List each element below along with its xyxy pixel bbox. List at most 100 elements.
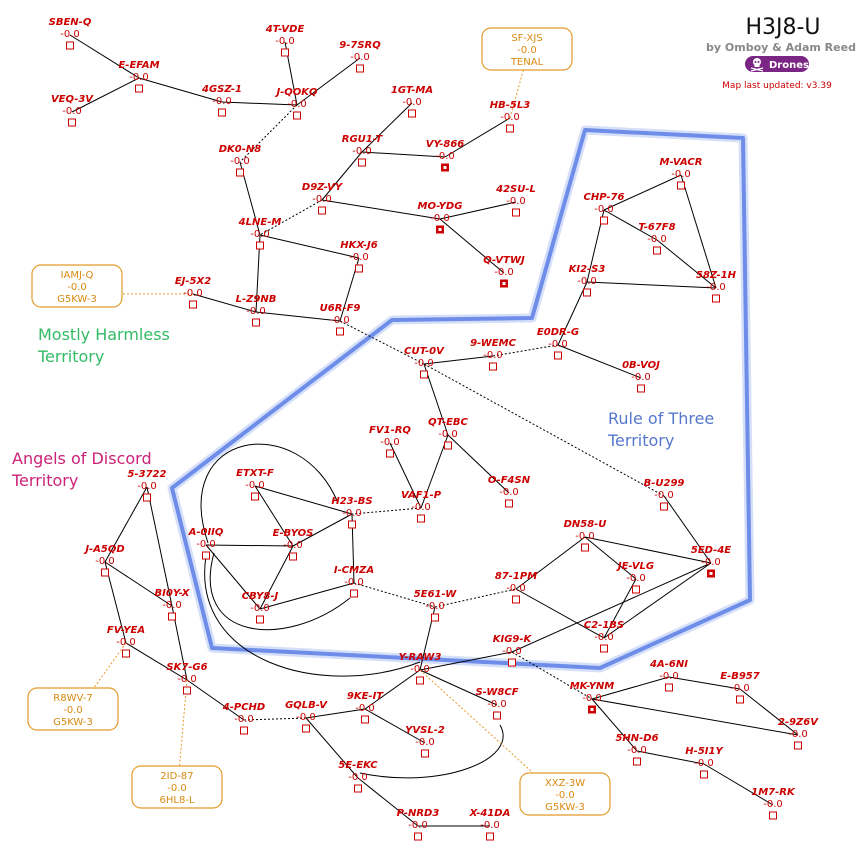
system-0b-voj[interactable]: 0B-VOJ-0.0 xyxy=(617,358,665,394)
system-y-raw3[interactable]: Y-RAW3-0.0 xyxy=(396,650,444,686)
system-42su-l[interactable]: 42SU-L-0.0 xyxy=(492,182,540,218)
system-5-3722[interactable]: 5-3722-0.0 xyxy=(123,467,171,503)
system-l-z9nb[interactable]: L-Z9NB-0.0 xyxy=(232,292,280,328)
system-security: -0.0 xyxy=(355,703,375,714)
system-fv1-rq[interactable]: FV1-RQ-0.0 xyxy=(366,423,414,459)
system-u6r-f9[interactable]: U6R-F9-0.0 xyxy=(316,301,364,337)
system-h23-bs[interactable]: H23-BS-0.0 xyxy=(328,494,376,530)
system-ki2-s3[interactable]: KI2-S3-0.0 xyxy=(563,262,611,298)
system-name: JE-VLG xyxy=(616,561,654,572)
system-fv-yea[interactable]: FV-YEA-0.0 xyxy=(102,623,150,659)
system-58z-1h[interactable]: 58Z-1H-0.0 xyxy=(692,268,740,304)
system-qt-ebc[interactable]: QT-EBC-0.0 xyxy=(424,415,472,451)
system-icon xyxy=(554,351,562,360)
system-veq-3v[interactable]: VEQ-3V-0.0 xyxy=(48,92,96,128)
system-vy-866[interactable]: VY-866-0.0 xyxy=(421,137,469,173)
system-5e61-w[interactable]: 5E61-W-0.0 xyxy=(411,587,459,623)
system-o-f4sn[interactable]: O-F4SN-0.0 xyxy=(485,473,533,509)
system-1m7-rk[interactable]: 1M7-RK-0.0 xyxy=(749,785,797,821)
system-87-1pm[interactable]: 87-1PM-0.0 xyxy=(492,569,540,605)
system-m-vacr[interactable]: M-VACR-0.0 xyxy=(657,155,705,191)
system-9-wemc[interactable]: 9-WEMC-0.0 xyxy=(469,336,517,372)
system-e-byos[interactable]: E-BYOS-0.0 xyxy=(269,526,317,562)
system-security: -0.0 xyxy=(494,267,514,278)
system-icon xyxy=(281,48,289,57)
system-c2-1bs[interactable]: C2-1BS-0.0 xyxy=(580,618,628,654)
system-security: -0.0 xyxy=(137,481,157,492)
system-vaf1-p[interactable]: VAF1-P-0.0 xyxy=(397,488,445,524)
system-4-pchd[interactable]: 4-PCHD-0.0 xyxy=(220,700,268,736)
system-security: -0.0 xyxy=(402,97,422,108)
system-j-qokq[interactable]: J-QOKQ-0.0 xyxy=(273,85,321,121)
system-chp-76[interactable]: CHP-76-0.0 xyxy=(580,190,628,226)
system-mk-ynm[interactable]: MK-YNM-0.0 xyxy=(568,679,616,715)
system-2-9z6v[interactable]: 2-9Z6V-0.0 xyxy=(774,715,822,751)
system-4gsz-1[interactable]: 4GSZ-1-0.0 xyxy=(198,82,246,118)
system-x-41da[interactable]: X-41DA-0.0 xyxy=(466,806,514,842)
system-dn58-u[interactable]: DN58-U-0.0 xyxy=(561,517,609,553)
system-bi0y-x[interactable]: BI0Y-X-0.0 xyxy=(148,586,196,622)
connection-Y-RAW3-S-W8CF xyxy=(419,669,498,706)
system-yvsl-2[interactable]: YVSL-2-0.0 xyxy=(401,723,449,759)
system-cby8-j[interactable]: CBY8-J-0.0 xyxy=(236,589,284,625)
system-t-67f8[interactable]: T-67F8-0.0 xyxy=(633,220,681,256)
system-b-u299[interactable]: B-U299-0.0 xyxy=(640,476,688,512)
external-system-security: -0.0 xyxy=(63,705,83,716)
system-4t-vde[interactable]: 4T-VDE-0.0 xyxy=(261,22,309,58)
system-dk0-n8[interactable]: DK0-N8-0.0 xyxy=(216,142,264,178)
system-j-a5qd[interactable]: J-A5QD-0.0 xyxy=(81,542,129,578)
system-h-5i1y[interactable]: H-5I1Y-0.0 xyxy=(680,744,728,780)
system-je-vlg[interactable]: JE-VLG-0.0 xyxy=(612,559,660,595)
system-cut-0v[interactable]: CUT-0V-0.0 xyxy=(400,344,448,380)
system-9ke-it[interactable]: 9KE-IT-0.0 xyxy=(341,689,389,725)
system-sk7-g6[interactable]: SK7-G6-0.0 xyxy=(163,660,211,696)
connection-MK-YNM-2-9Z6V xyxy=(591,698,799,736)
curved-connections xyxy=(200,443,504,779)
external-system-security: -0.0 xyxy=(167,783,187,794)
system-ej-5x2[interactable]: EJ-5X2-0.0 xyxy=(169,274,217,310)
system-gqlb-v[interactable]: GQLB-V-0.0 xyxy=(282,698,330,734)
system-i-cmza[interactable]: I-CMZA-0.0 xyxy=(330,563,378,599)
system-etxt-f[interactable]: ETXT-F-0.0 xyxy=(231,466,279,502)
system-4a-6ni[interactable]: 4A-6NI-0.0 xyxy=(645,657,693,693)
system-9-7srq[interactable]: 9-7SRQ-0.0 xyxy=(336,38,384,74)
system-hkx-j6[interactable]: HKX-J6-0.0 xyxy=(335,238,383,274)
system-e-b957[interactable]: E-B957-0.0 xyxy=(716,669,764,705)
system-4lne-m[interactable]: 4LNE-M-0.0 xyxy=(236,215,284,251)
system-p-nrd3[interactable]: P-NRD3-0.0 xyxy=(394,806,442,842)
system-name: 4GSZ-1 xyxy=(201,84,242,95)
system-a-0iiq[interactable]: A-0IIQ-0.0 xyxy=(182,525,230,561)
connection-CUT-0V-B-U299 xyxy=(423,363,665,497)
system-5e-ekc[interactable]: 5E-EKC-0.0 xyxy=(334,758,382,794)
system-mo-ydg[interactable]: MO-YDG-0.0 xyxy=(416,199,464,235)
system-name: 4-PCHD xyxy=(222,702,265,713)
system-5hn-d6[interactable]: 5HN-D6-0.0 xyxy=(613,731,661,767)
system-icon xyxy=(66,41,74,50)
system-1gt-ma[interactable]: 1GT-MA-0.0 xyxy=(388,83,436,119)
drones-button[interactable]: Drones xyxy=(745,56,809,72)
connection-A-0IIQ-E-BYOS xyxy=(205,544,294,547)
system-s-w8cf[interactable]: S-W8CF-0.0 xyxy=(473,685,521,721)
system-name: E-BYOS xyxy=(273,528,314,539)
connection-GQLB-V-9KE-IT xyxy=(305,708,366,719)
system-icon xyxy=(289,552,297,561)
system-d9z-vy[interactable]: D9Z-VY-0.0 xyxy=(298,180,346,216)
system-name: DN58-U xyxy=(564,519,607,530)
system-5ed-4e[interactable]: 5ED-4E-0.0 xyxy=(687,543,735,579)
system-e-efam[interactable]: E-EFAM-0.0 xyxy=(115,58,163,94)
system-sben-q[interactable]: SBEN-Q-0.0 xyxy=(46,15,94,51)
system-rgu1-t[interactable]: RGU1-T-0.0 xyxy=(338,132,386,168)
system-kig9-k[interactable]: KIG9-K-0.0 xyxy=(488,632,536,668)
system-q-vtwj[interactable]: Q-VTWJ-0.0 xyxy=(480,253,528,289)
system-security: -0.0 xyxy=(245,480,265,491)
system-hb-5l3[interactable]: HB-5L3-0.0 xyxy=(486,98,534,134)
system-name: A-0IIQ xyxy=(188,527,224,538)
system-security: -0.0 xyxy=(283,540,303,551)
connection-RGU1-T-D9Z-VY xyxy=(321,151,363,201)
system-e0dr-g[interactable]: E0DR-G-0.0 xyxy=(534,325,582,361)
